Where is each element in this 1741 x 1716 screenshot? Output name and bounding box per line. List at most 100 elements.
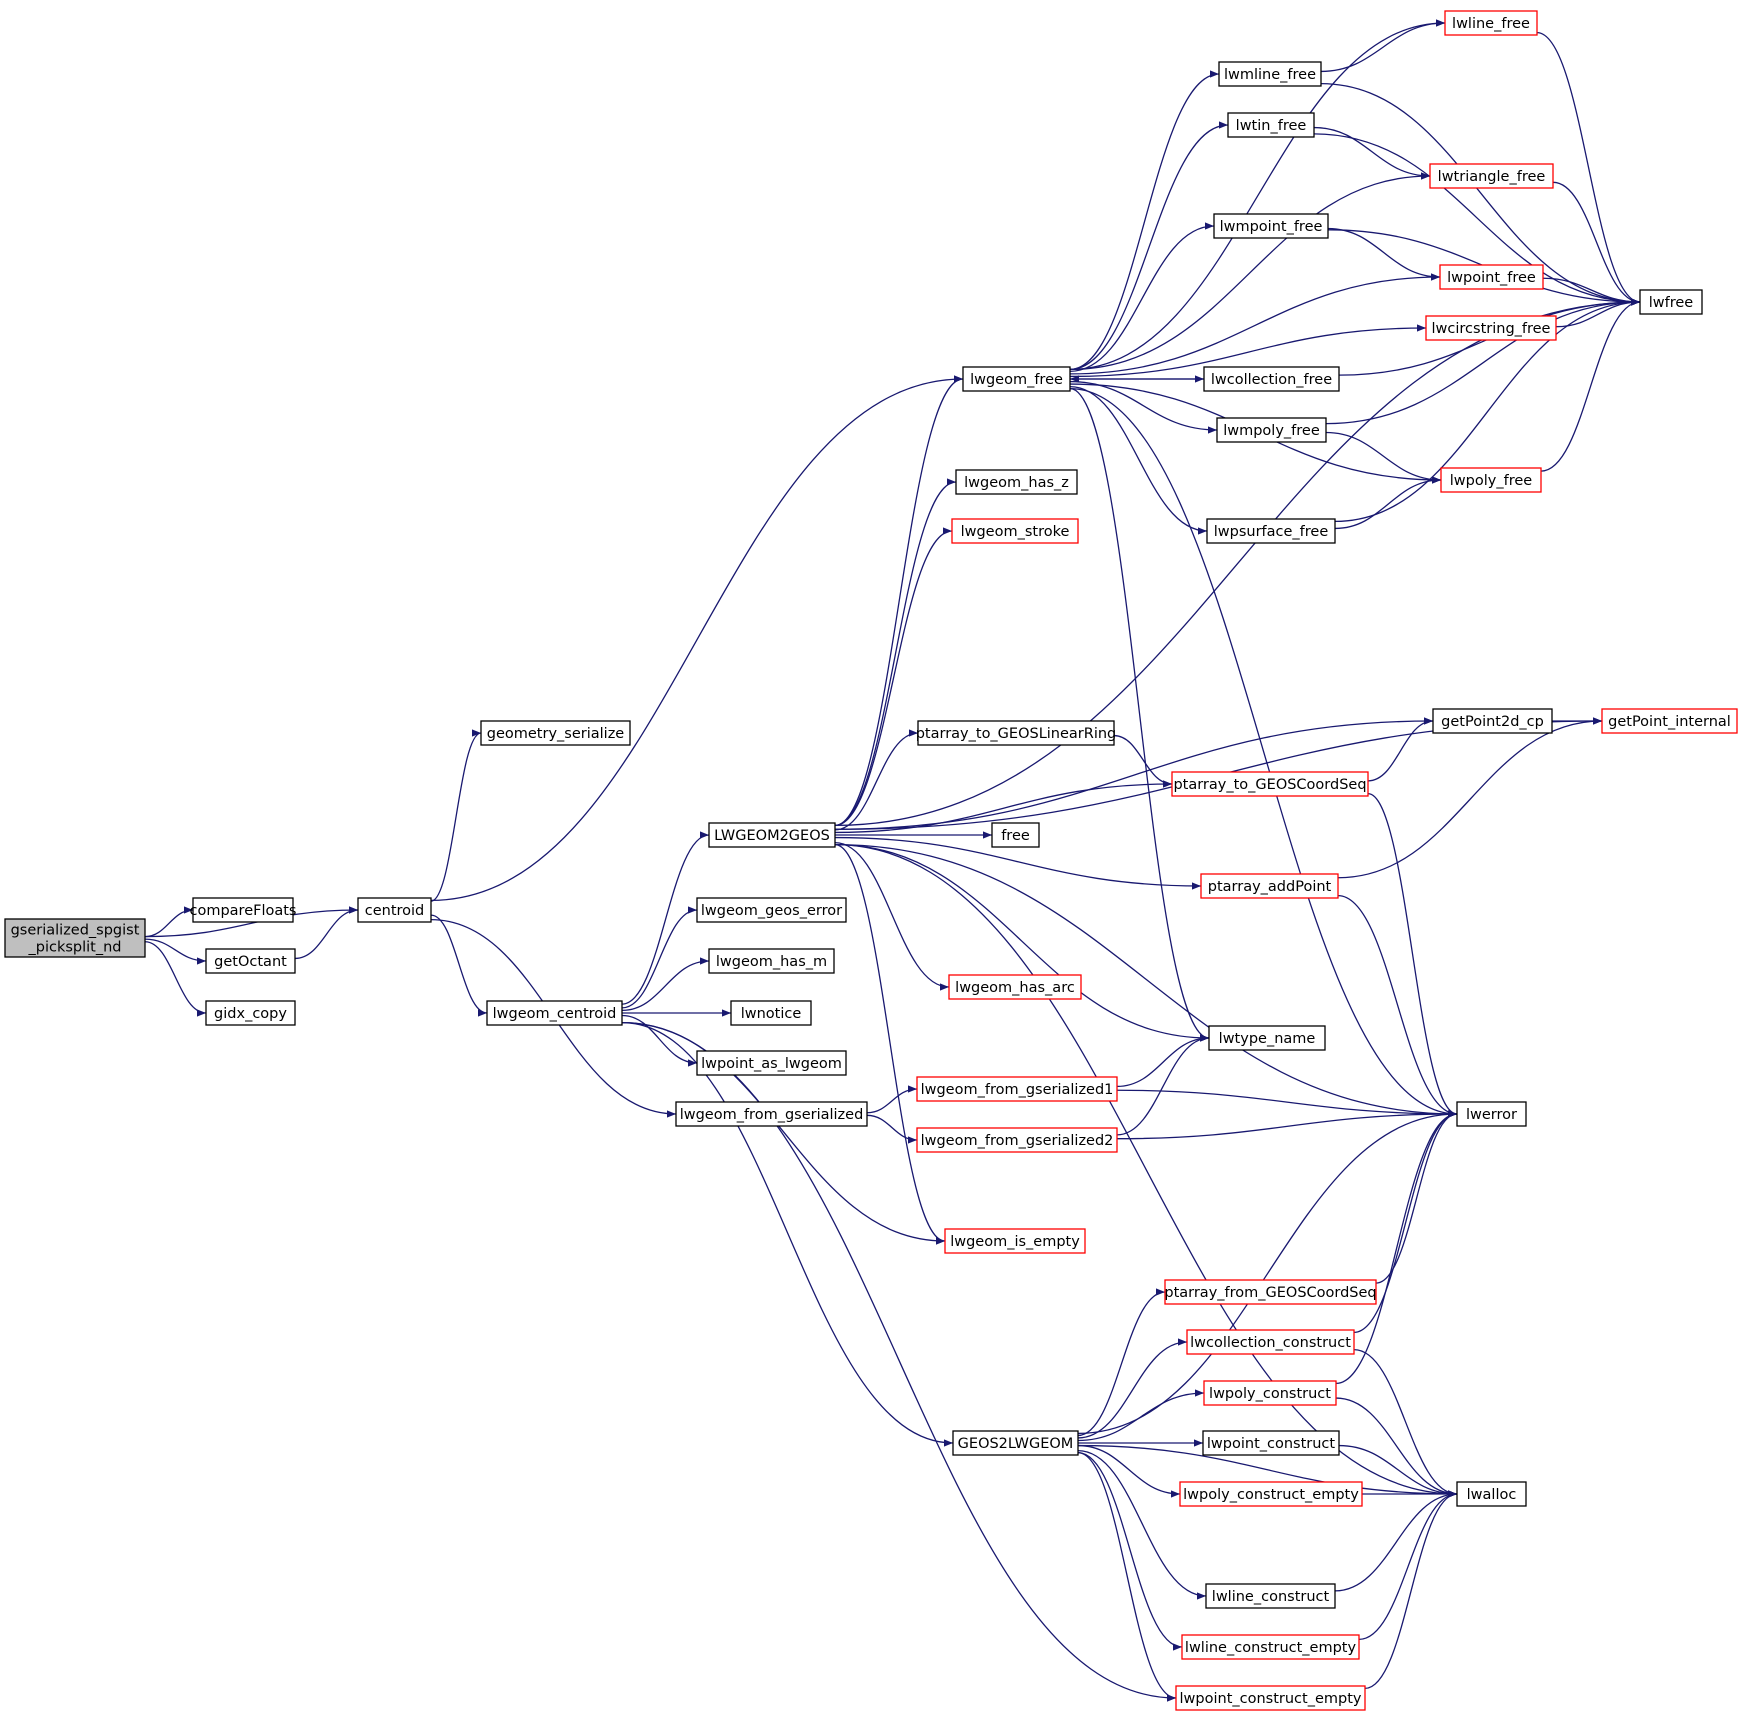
node-lwgeom_centroid[interactable]: lwgeom_centroid	[486, 1000, 623, 1026]
node-label-LWGEOM2GEOS: LWGEOM2GEOS	[714, 828, 830, 844]
node-box-centroid	[357, 897, 432, 923]
node-getOctant[interactable]: getOctant	[205, 948, 296, 974]
node-lwtype_name[interactable]: lwtype_name	[1208, 1025, 1326, 1051]
node-box-lwerror	[1456, 1101, 1527, 1127]
node-lwnotice[interactable]: lwnotice	[730, 1000, 812, 1026]
node-label-lwtin_free: lwtin_free	[1236, 118, 1307, 134]
node-box-lwpoint_as_lwgeom	[696, 1050, 847, 1076]
node-lwmpoint_free[interactable]: lwmpoint_free	[1213, 213, 1329, 239]
edge-lwgeom_centroid-to-lwgeom_geos_error	[621, 906, 698, 1009]
node-lwgeom_stroke[interactable]: lwgeom_stroke	[951, 518, 1079, 544]
edge-lwline_construct_empty-to-lwalloc	[1358, 1490, 1458, 1640]
edge-ptarray_to_GEOSLinearRing-to-ptarray_to_GEOSCoordSeq	[1113, 734, 1173, 788]
edge-LWGEOM2GEOS-to-ptarray_addPoint	[834, 836, 1202, 890]
node-box-lwgeom_has_m	[708, 948, 835, 974]
node-ptarray_to_GEOSLinearRing[interactable]: ptarray_to_GEOSLinearRing	[916, 720, 1117, 746]
node-lwpoint_construct_empty[interactable]: lwpoint_construct_empty	[1175, 1685, 1366, 1711]
node-box-lwmline_free	[1218, 61, 1322, 87]
node-lwgeom_geos_error[interactable]: lwgeom_geos_error	[696, 897, 847, 923]
node-lwerror[interactable]: lwerror	[1456, 1101, 1527, 1127]
edge-lwtriangle_free-to-lwfree	[1552, 181, 1641, 306]
node-box-lwline_free	[1444, 10, 1538, 36]
edge-lwgeom_free-to-lwmline_free	[1069, 70, 1220, 371]
node-lwfree[interactable]: lwfree	[1639, 289, 1703, 315]
edge-lwline_free-to-lwfree	[1536, 31, 1641, 306]
node-lwpoint_construct[interactable]: lwpoint_construct	[1202, 1430, 1340, 1456]
node-LWGEOM2GEOS[interactable]: LWGEOM2GEOS	[708, 822, 836, 848]
node-lwgeom_is_empty[interactable]: lwgeom_is_empty	[944, 1228, 1086, 1254]
node-label-lwgeom_has_m: lwgeom_has_m	[716, 954, 827, 970]
node-centroid[interactable]: centroid	[357, 897, 432, 923]
node-label-getOctant: getOctant	[214, 954, 287, 970]
node-gidx_copy[interactable]: gidx_copy	[205, 1000, 296, 1026]
node-lwgeom_from_gserialized1[interactable]: lwgeom_from_gserialized1	[916, 1076, 1118, 1102]
node-box-lwgeom_geos_error	[696, 897, 847, 923]
node-label-lwpoint_as_lwgeom: lwpoint_as_lwgeom	[701, 1056, 842, 1072]
node-lwline_construct[interactable]: lwline_construct	[1205, 1583, 1336, 1609]
node-ptarray_to_GEOSCoordSeq[interactable]: ptarray_to_GEOSCoordSeq	[1171, 771, 1369, 797]
node-lwgeom_free[interactable]: lwgeom_free	[962, 366, 1071, 392]
node-label-ptarray_from_GEOSCoordSeq: ptarray_from_GEOSCoordSeq	[1164, 1285, 1376, 1301]
node-label-lwmpoly_free: lwmpoly_free	[1223, 423, 1320, 439]
node-GEOS2LWGEOM[interactable]: GEOS2LWGEOM	[952, 1430, 1079, 1456]
node-lwgeom_from_gserialized[interactable]: lwgeom_from_gserialized	[675, 1101, 868, 1127]
node-label-lwgeom_from_gserialized2: lwgeom_from_gserialized2	[921, 1133, 1114, 1149]
node-box-lwfree	[1639, 289, 1703, 315]
edge-lwgeom_from_gserialized2-to-lwerror	[1116, 1110, 1458, 1140]
node-lwline_free[interactable]: lwline_free	[1444, 10, 1538, 36]
edge-lwgeom_free-to-lwcircstring_free	[1069, 324, 1427, 378]
node-lwpoly_construct[interactable]: lwpoly_construct	[1203, 1380, 1337, 1406]
node-lwgeom_from_gserialized2[interactable]: lwgeom_from_gserialized2	[916, 1127, 1118, 1153]
node-lwpoly_construct_empty[interactable]: lwpoly_construct_empty	[1179, 1481, 1363, 1507]
node-compareFloats[interactable]: compareFloats	[190, 897, 297, 923]
edge-lwgeom_free-to-lwpoint_free	[1069, 273, 1441, 375]
node-lwline_construct_empty[interactable]: lwline_construct_empty	[1181, 1634, 1360, 1660]
node-lwmline_free[interactable]: lwmline_free	[1218, 61, 1322, 87]
node-root[interactable]: gserialized_spgist_picksplit_nd	[4, 918, 146, 958]
node-lwcollection_construct[interactable]: lwcollection_construct	[1186, 1329, 1355, 1355]
node-label-GEOS2LWGEOM: GEOS2LWGEOM	[958, 1436, 1074, 1452]
node-box-lwtype_name	[1208, 1025, 1326, 1051]
node-lwgeom_has_m[interactable]: lwgeom_has_m	[708, 948, 835, 974]
node-box-LWGEOM2GEOS	[708, 822, 836, 848]
node-ptarray_addPoint[interactable]: ptarray_addPoint	[1200, 873, 1339, 899]
edge-GEOS2LWGEOM-to-lwcollection_construct	[1077, 1338, 1188, 1439]
node-lwtriangle_free[interactable]: lwtriangle_free	[1429, 163, 1554, 189]
node-lwgeom_has_arc[interactable]: lwgeom_has_arc	[948, 974, 1082, 1000]
node-label-lwerror: lwerror	[1466, 1107, 1517, 1123]
edge-lwgeom_from_gserialized2-to-lwtype_name	[1116, 1034, 1210, 1136]
node-getPoint_internal[interactable]: getPoint_internal	[1601, 708, 1738, 734]
node-free[interactable]: free	[991, 822, 1040, 848]
node-box-GEOS2LWGEOM	[952, 1430, 1079, 1456]
node-lwcollection_free[interactable]: lwcollection_free	[1203, 366, 1340, 392]
node-label-gidx_copy: gidx_copy	[214, 1006, 287, 1022]
node-geometry_serialize[interactable]: geometry_serialize	[480, 720, 631, 746]
node-box-lwpoint_construct_empty	[1175, 1685, 1366, 1711]
node-lwmpoly_free[interactable]: lwmpoly_free	[1216, 417, 1327, 443]
node-label-geometry_serialize: geometry_serialize	[487, 726, 625, 742]
node-lwpoint_free[interactable]: lwpoint_free	[1439, 264, 1544, 290]
node-lwpoint_as_lwgeom[interactable]: lwpoint_as_lwgeom	[696, 1050, 847, 1076]
node-label-lwpoly_construct_empty: lwpoly_construct_empty	[1183, 1487, 1359, 1503]
node-label-lwtriangle_free: lwtriangle_free	[1438, 169, 1546, 185]
node-getPoint2d_cp[interactable]: getPoint2d_cp	[1432, 708, 1553, 734]
node-lwcircstring_free[interactable]: lwcircstring_free	[1425, 315, 1557, 341]
edge-ptarray_addPoint-to-lwerror	[1337, 894, 1458, 1118]
node-box-lwcollection_construct	[1186, 1329, 1355, 1355]
node-lwtin_free[interactable]: lwtin_free	[1227, 112, 1315, 138]
node-lwpoly_free[interactable]: lwpoly_free	[1440, 467, 1542, 493]
node-box-lwpoly_free	[1440, 467, 1542, 493]
node-box-lwgeom_stroke	[951, 518, 1079, 544]
edge-LWGEOM2GEOS-to-lwgeom_has_z	[834, 478, 957, 827]
node-box-ptarray_addPoint	[1200, 873, 1339, 899]
node-lwalloc[interactable]: lwalloc	[1456, 1481, 1527, 1507]
edge-LWGEOM2GEOS-to-lwalloc	[834, 843, 1458, 1498]
node-box-lwcircstring_free	[1425, 315, 1557, 341]
node-lwgeom_has_z[interactable]: lwgeom_has_z	[955, 469, 1078, 495]
node-ptarray_from_GEOSCoordSeq[interactable]: ptarray_from_GEOSCoordSeq	[1164, 1279, 1377, 1305]
node-label-lwpoly_construct: lwpoly_construct	[1209, 1386, 1331, 1402]
edge-lwmline_free-to-lwline_free	[1320, 19, 1446, 73]
node-lwpsurface_free[interactable]: lwpsurface_free	[1206, 518, 1336, 544]
edge-lwmpoly_free-to-lwpoly_free	[1325, 431, 1442, 484]
node-label-lwgeom_is_empty: lwgeom_is_empty	[950, 1234, 1080, 1250]
